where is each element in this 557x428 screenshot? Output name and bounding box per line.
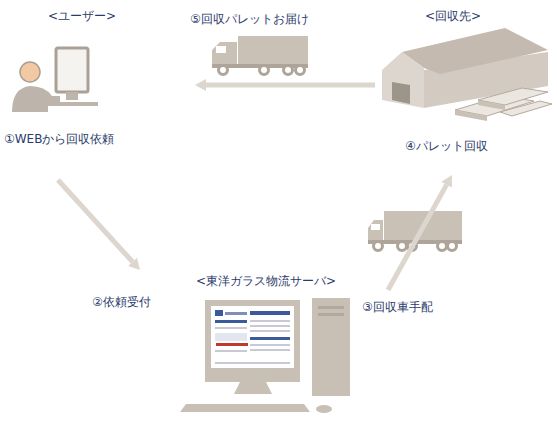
flow-arrow [195,79,375,91]
mouse [316,405,332,413]
truck-wheel [260,66,269,75]
step-label: ③回収車手配 [362,300,433,314]
truck-window [371,224,380,230]
actor-group: <東洋ガラス物流サーバ> [130,270,388,420]
flow-arrow [58,180,140,270]
user-monitor [56,48,88,92]
truck-window [216,46,226,53]
warehouse-door [392,82,410,104]
pallet-side [478,100,505,110]
arrow-shaft [388,185,447,290]
screen-line [250,344,290,346]
actor-group: <回収先> ④パレット回収 [375,5,557,175]
screen-logo [215,310,223,316]
user-body [12,86,60,112]
truck-wheel [219,66,228,75]
truck-wheel [374,242,383,251]
step-caption: ①WEBから回収依頼 [4,132,114,146]
screen-bar [250,337,290,340]
warehouse-roof [402,28,548,74]
group-heading: <回収先> [425,9,481,23]
monitor-base [234,382,272,394]
desk [40,102,98,106]
actor-group: <ユーザー> ①WEBから回収依頼 [0,5,195,180]
group-heading: <東洋ガラス物流サーバ> [196,274,336,288]
delivery-truck [212,36,308,75]
warehouse-gable [382,52,424,108]
screen-bar [225,312,247,315]
screen-red-bar [216,343,248,346]
truck-wheel [408,242,417,251]
screen-line [215,327,247,329]
step-label: ⑤回収パレットお届け [190,12,309,26]
arrow-shaft [58,180,133,262]
tower-slot [318,306,344,309]
screen-line [250,325,290,327]
screen-line [250,320,290,322]
user-icon [12,48,98,112]
arrow-head [441,175,452,188]
arrow-shaft [206,83,375,88]
truck-wheel [284,66,293,75]
keyboard [180,404,310,412]
truck-cab [368,220,383,242]
screen-bar [250,311,290,315]
screen-panel [215,333,247,341]
step-caption: ④パレット回収 [405,139,488,153]
screen-line [215,362,290,364]
tower-slot [318,313,344,316]
screen-line [215,350,247,352]
pickup-truck [368,211,462,251]
truck-container [238,36,308,65]
pallet-side [455,110,487,121]
arrow-head [128,258,140,270]
user-head [20,62,40,82]
step-label: ②依頼受付 [92,295,151,309]
truck-cab [212,42,237,66]
screen-line [250,349,290,351]
server-monitor [205,300,300,382]
group-heading: <ユーザー> [48,9,116,23]
truck-wheel [398,242,407,251]
pallet [500,101,552,116]
monitor-screen [211,306,294,368]
arrow-head [195,79,206,91]
screen-line [250,330,290,332]
warehouse [382,28,552,121]
truck-wheel [296,66,305,75]
truck-wheel [438,242,447,251]
monitor-stand [66,92,78,100]
screen-bar [215,320,247,323]
server-computer [180,298,350,413]
truck-wheel [448,242,457,251]
flow-arrow [388,175,452,290]
server-tower [312,298,350,396]
truck-container [384,211,462,241]
